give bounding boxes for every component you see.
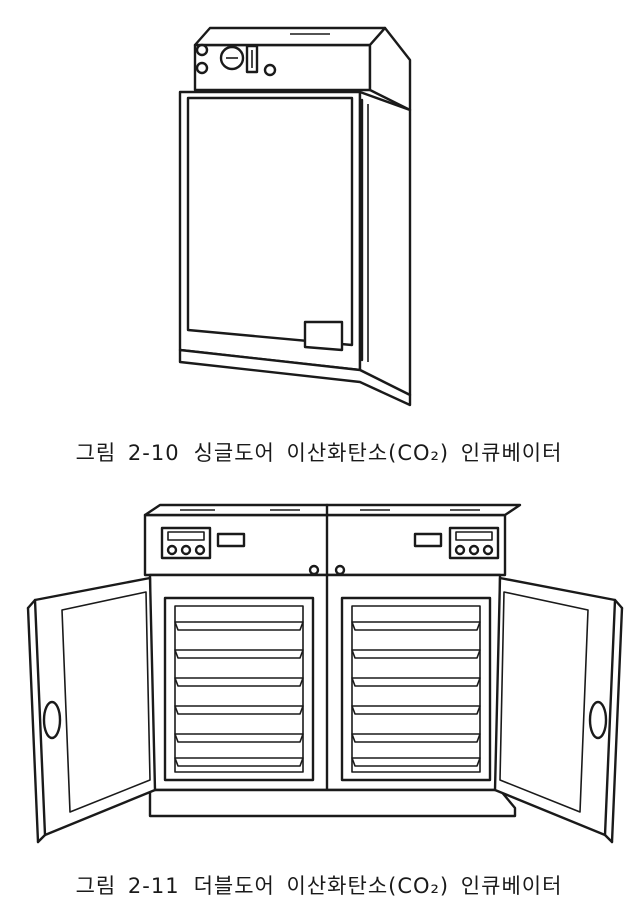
shelves-left (174, 621, 304, 767)
cabinet-base (178, 348, 412, 407)
display-icon (413, 532, 443, 548)
figure-single-door-incubator (0, 0, 638, 420)
incubator-door (186, 96, 354, 347)
figure-number: 그림 2-11 (75, 874, 180, 898)
knob-icon (195, 43, 209, 57)
figure-caption: 그림 2-10 싱글도어 이산화탄소(CO₂) 인큐베이터 (0, 437, 638, 467)
door-handle-icon (588, 700, 608, 740)
shelves-right (351, 621, 481, 767)
knob-icon (194, 544, 206, 556)
single-door-incubator-illustration (178, 26, 412, 407)
control-panel-top (143, 503, 522, 517)
control-panel-side (368, 26, 412, 112)
knob-icon (195, 61, 209, 75)
knob-icon (468, 544, 480, 556)
knob-icon (263, 63, 277, 77)
figure-caption: 그림 2-11 더블도어 이산화탄소(CO₂) 인큐베이터 (0, 870, 638, 900)
figure-caption-text: 싱글도어 이산화탄소(CO₂) 인큐베이터 (193, 441, 563, 465)
knob-icon (180, 544, 192, 556)
door-handle-icon (42, 700, 62, 740)
control-panel-top (193, 26, 387, 47)
knob-icon (166, 544, 178, 556)
control-panel-front (193, 43, 372, 92)
display-icon (216, 532, 246, 548)
figure-number: 그림 2-10 (75, 441, 180, 465)
double-door-incubator-illustration (26, 503, 624, 844)
figure-caption-text: 더블도어 이산화탄소(CO₂) 인큐베이터 (193, 874, 563, 898)
nameplate (303, 320, 344, 352)
figure-double-door-incubator (0, 490, 638, 860)
cabinet-base (148, 788, 517, 818)
knob-icon (482, 544, 494, 556)
knob-icon (454, 544, 466, 556)
